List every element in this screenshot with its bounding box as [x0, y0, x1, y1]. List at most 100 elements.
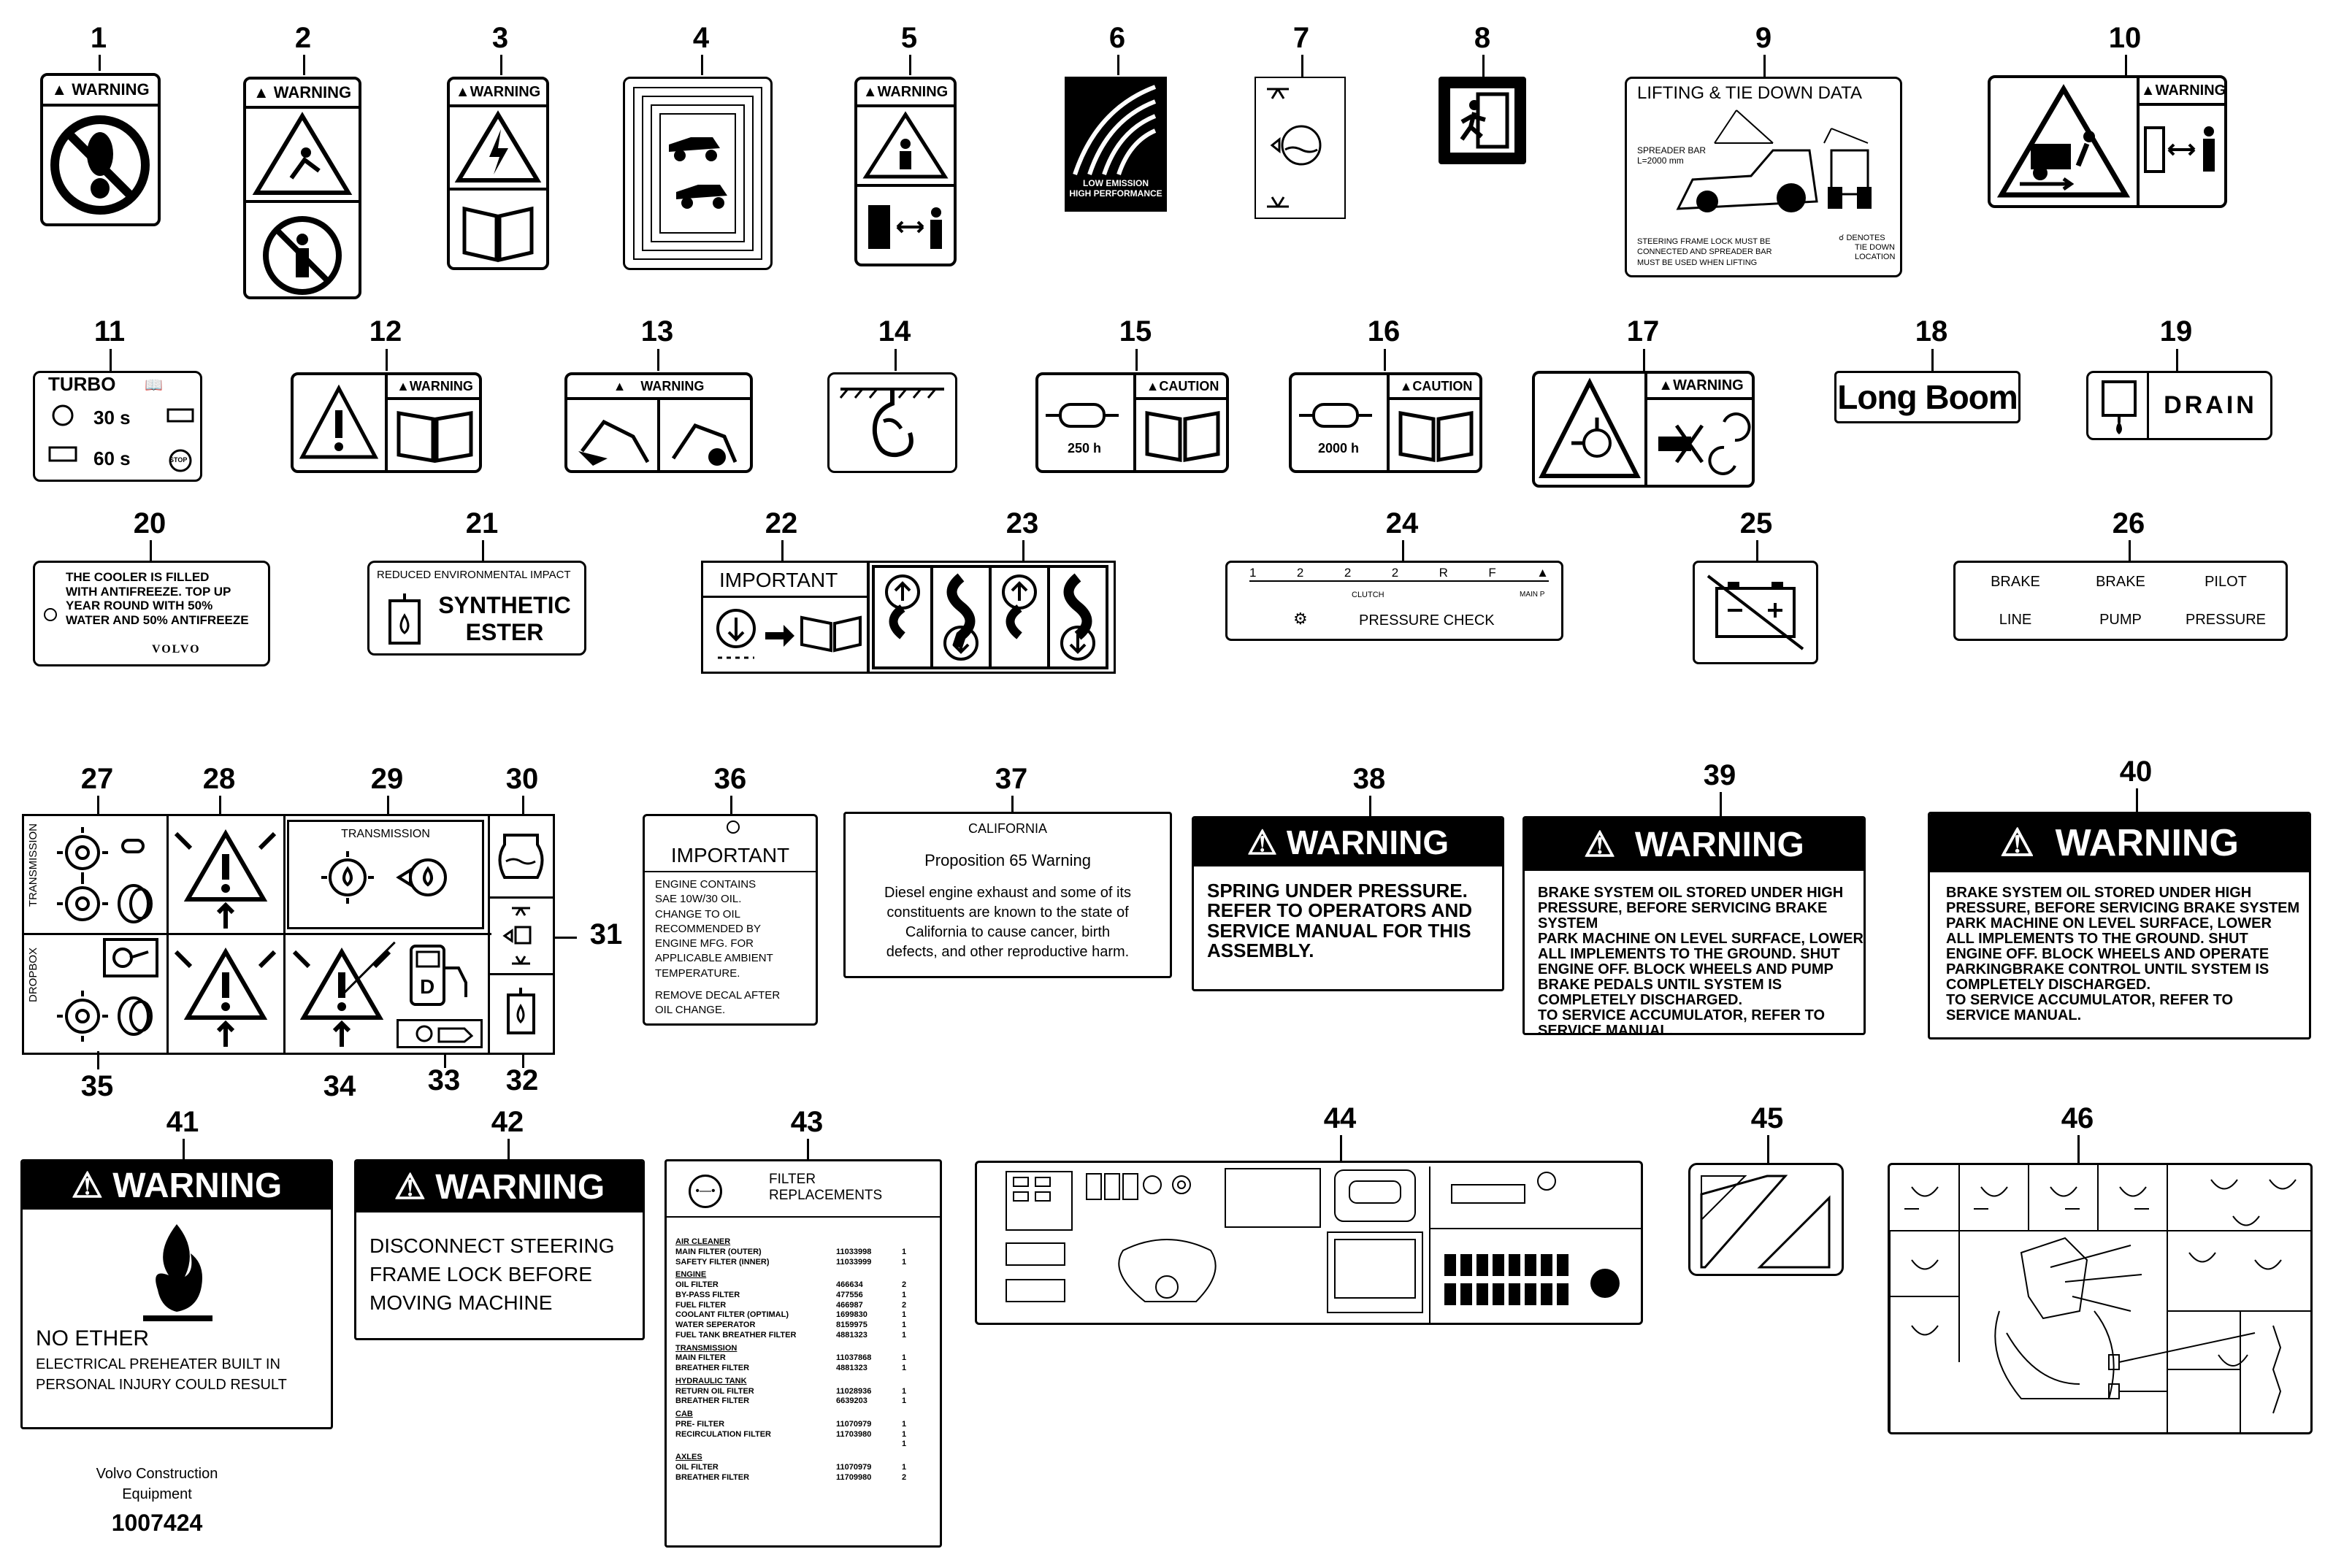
- filter-cell: 1: [902, 1353, 907, 1363]
- manual-book-icon: 📖: [145, 377, 163, 393]
- filter-cell: 2: [902, 1300, 907, 1310]
- callout-5: 5: [900, 22, 918, 54]
- prop65-line: Diesel engine exhaust and some of its: [884, 885, 1131, 901]
- brake-warning-line: BRAKE SYSTEM OIL STORED UNDER HIGH: [1946, 885, 2252, 901]
- mounting-hole-icon: [727, 820, 740, 834]
- filter-cell: FUEL TANK BREATHER FILTER: [675, 1330, 797, 1340]
- lifting-title: LIFTING & TIE DOWN DATA: [1637, 83, 1863, 103]
- callout-13: 13: [640, 315, 674, 347]
- no-person-icon: [263, 216, 342, 295]
- decal-8-emergency-exit: [1439, 77, 1526, 164]
- brake-pump-label-1: BRAKE: [2096, 573, 2145, 590]
- filter-title-2: REPLACEMENTS: [769, 1187, 883, 1203]
- decal-44-dashboard: [975, 1161, 1643, 1325]
- filter-cell: 1: [902, 1396, 907, 1406]
- caution-label: CAUTION: [1159, 378, 1219, 393]
- warning-label: WARNING: [1673, 377, 1744, 393]
- transmission-vertical-text: TRANSMISSION: [27, 823, 39, 907]
- safe-distance-icon: [868, 205, 942, 249]
- spring-line: ASSEMBLY.: [1207, 939, 1314, 961]
- callout-38: 38: [1352, 763, 1386, 795]
- warning-triangle-icon: ⚠: [394, 1168, 426, 1207]
- lifting-note-3: MUST BE USED WHEN LIFTING: [1637, 258, 1758, 267]
- warning-label: WARNING: [2055, 822, 2239, 864]
- callout-23: 23: [1006, 507, 1039, 539]
- decal-14-lift-point: [827, 372, 957, 473]
- decal-sheet-27-35: TRANSMISSION DROPBOX: [22, 814, 555, 1055]
- emergency-exit-icon: [1450, 88, 1514, 153]
- lift-hook-up-down-icons: [872, 565, 1108, 669]
- callout-17: 17: [1626, 315, 1660, 347]
- warning-label: WARNING: [877, 83, 949, 100]
- manual-book-icon: [1398, 411, 1474, 462]
- filter-cell: 11028936: [836, 1386, 872, 1396]
- decal-39-brake-accumulator: ⚠ WARNING BRAKE SYSTEM OIL STORED UNDER …: [1522, 816, 1866, 1035]
- decal-7-coolant-level: [1255, 77, 1346, 219]
- turbo-text: TURBO: [48, 373, 116, 395]
- filter-cell: 1: [902, 1310, 907, 1320]
- filter-cell: 2: [902, 1472, 907, 1482]
- filter-cell: 1: [902, 1419, 907, 1429]
- filter-section-heading: AXLES: [675, 1453, 702, 1461]
- brake-warning-line: BRAKE PEDALS UNTIL SYSTEM IS: [1538, 977, 1782, 993]
- lifting-note-1: STEERING FRAME LOCK MUST BE: [1637, 237, 1771, 246]
- callout-20: 20: [133, 507, 166, 539]
- brake-warning-line: COMPLETELY DISCHARGED.: [1538, 992, 1743, 1008]
- callout-18: 18: [1915, 315, 1948, 347]
- filter-cell: 1: [902, 1462, 907, 1472]
- callout-1: 1: [90, 22, 107, 54]
- stop-text: STOP: [169, 456, 188, 464]
- oil-line: ENGINE MFG. FOR: [655, 937, 754, 950]
- brake-warning-line: COMPLETELY DISCHARGED.: [1946, 977, 2151, 993]
- decal-20-antifreeze: THE COOLER IS FILLED WITH ANTIFREEZE. TO…: [33, 561, 270, 666]
- filter-section-heading: TRANSMISSION: [675, 1343, 738, 1353]
- warning-label: WARNING: [409, 378, 473, 393]
- antifreeze-line-4: WATER AND 50% ANTIFREEZE: [66, 612, 249, 627]
- coolant-level-icon: [1267, 88, 1322, 208]
- filter-cell: 11070979: [836, 1419, 872, 1429]
- oil-tank-icon: [507, 988, 535, 1034]
- filter-section-heading: CAB: [675, 1410, 693, 1418]
- filter-cell: WATER SEPERATOR: [675, 1321, 756, 1329]
- dropbox-vertical-text: DROPBOX: [27, 948, 39, 1003]
- spreader-length-text: L=2000 mm: [1637, 155, 1684, 166]
- callout-25: 25: [1739, 507, 1773, 539]
- steering-lock-line: DISCONNECT STEERING: [369, 1234, 615, 1257]
- callout-14: 14: [878, 315, 911, 347]
- callout-28: 28: [202, 763, 236, 795]
- transmission-oil-icons: [321, 851, 447, 904]
- callout-10: 10: [2108, 22, 2142, 54]
- machine-layout-icon: [633, 87, 762, 260]
- filter-cell: 466987: [836, 1300, 863, 1310]
- mounting-hole-icon: [44, 608, 57, 621]
- gear-label: 2: [1296, 566, 1304, 580]
- filter-cell: MAIN FILTER: [675, 1353, 726, 1363]
- denotes-text: DENOTES: [1846, 234, 1885, 242]
- filter-cell: BREATHER FILTER: [675, 1472, 750, 1482]
- callout-30: 30: [505, 763, 539, 795]
- caution-label: CAUTION: [1412, 378, 1473, 393]
- service-interval-text: 2000 h: [1318, 441, 1360, 456]
- filter-cell: 1: [902, 1330, 907, 1340]
- gear-label: 1: [1249, 566, 1257, 580]
- filter-cell: MAIN FILTER (OUTER): [675, 1247, 762, 1256]
- warning-triangle-icon: ⚠: [1584, 826, 1616, 864]
- filter-cell: 11070979: [836, 1462, 872, 1472]
- warning-label: WARNING: [112, 1166, 283, 1205]
- callout-32: 32: [505, 1064, 539, 1096]
- coolant-level-icon: [502, 907, 532, 965]
- decal-45-glass-decal: [1688, 1163, 1844, 1276]
- callout-39: 39: [1703, 759, 1736, 791]
- antifreeze-line-2: WITH ANTIFREEZE. TOP UP: [66, 584, 231, 599]
- decal-19-drain: DRAIN: [2086, 371, 2272, 440]
- callout-40: 40: [2119, 756, 2153, 788]
- engine-oil-icon: [415, 1025, 474, 1043]
- filter-cell: 1: [902, 1440, 907, 1449]
